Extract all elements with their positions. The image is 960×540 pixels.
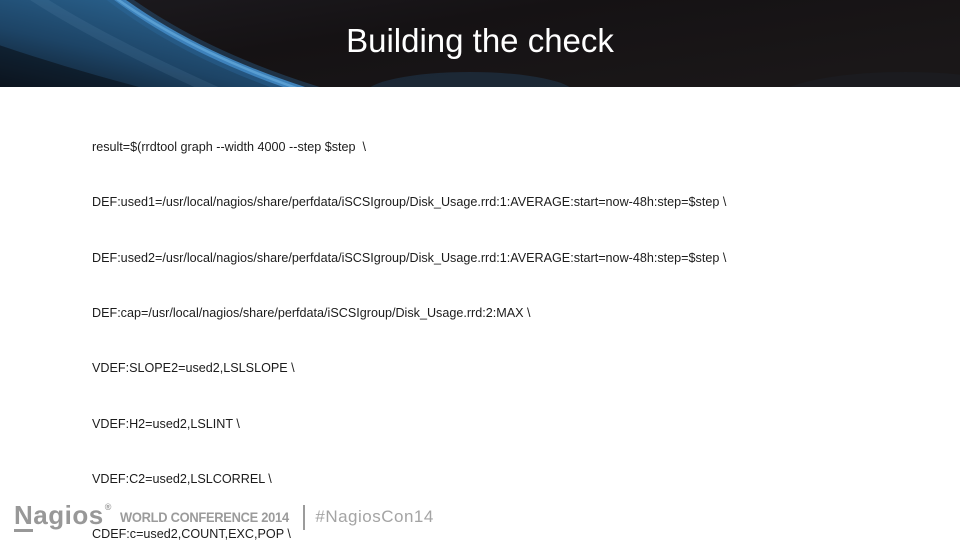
code-block: result=$(rrdtool graph --width 4000 --st…	[92, 101, 940, 540]
code-line: result=$(rrdtool graph --width 4000 --st…	[92, 139, 367, 154]
code-line: CDEF:c=used2,COUNT,EXC,POP \	[92, 527, 291, 540]
code-line: VDEF:C2=used2,LSLCORREL \	[92, 471, 272, 486]
footer-divider	[303, 504, 306, 530]
conference-hashtag: #NagiosCon14	[315, 507, 434, 526]
code-line: VDEF:SLOPE2=used2,LSLSLOPE \	[92, 361, 295, 376]
header-swoosh-graphic	[0, 0, 960, 87]
code-line: VDEF:H2=used2,LSLINT \	[92, 416, 240, 431]
code-line: DEF:cap=/usr/local/nagios/share/perfdata…	[92, 305, 531, 320]
code-line: DEF:used1=/usr/local/nagios/share/perfda…	[92, 195, 727, 210]
code-line: DEF:used2=/usr/local/nagios/share/perfda…	[92, 250, 727, 265]
header-banner: Building the check	[0, 0, 960, 87]
slide-title: Building the check	[346, 22, 614, 59]
conference-label: WORLD CONFERENCE 2014	[119, 509, 289, 525]
nagios-logo-n: N	[14, 500, 34, 532]
registered-trademark-icon: ®	[104, 502, 112, 512]
nagios-logo-rest: agios	[33, 500, 104, 530]
